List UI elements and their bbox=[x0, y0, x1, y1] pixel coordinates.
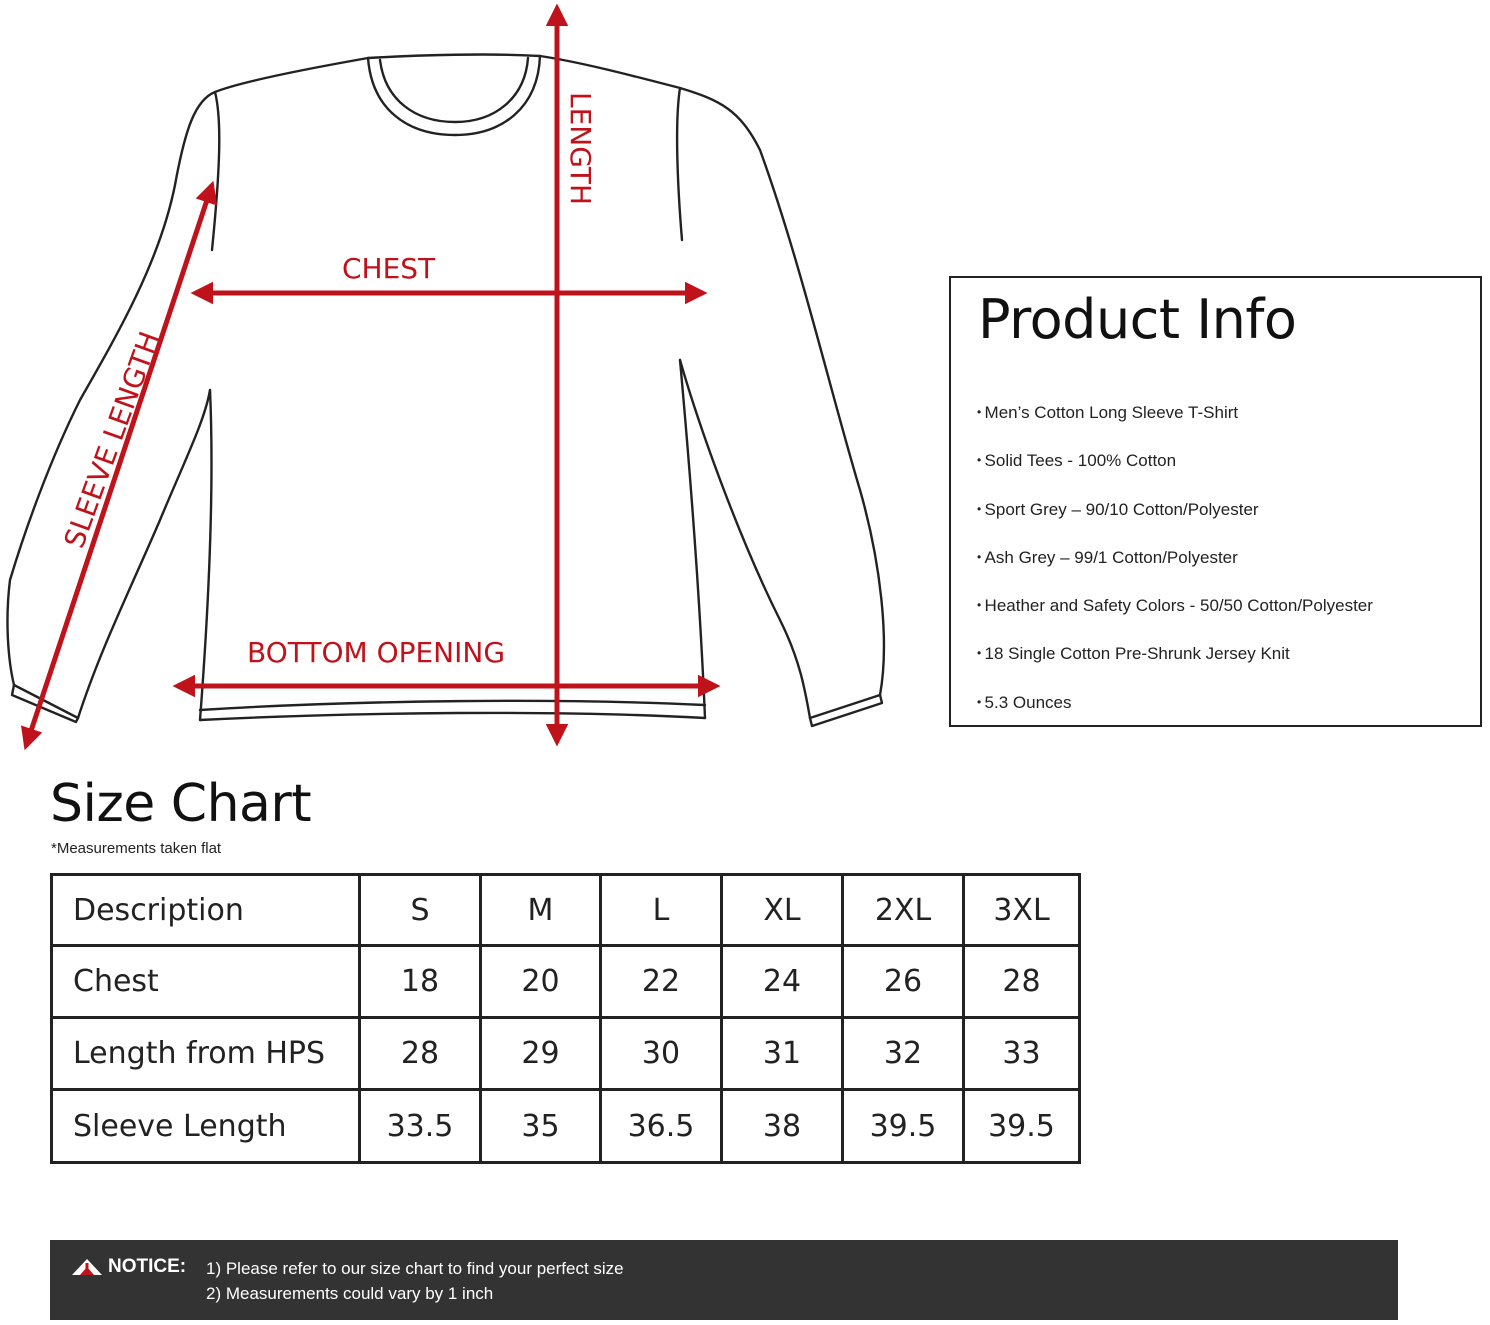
table-cell: 39.5 bbox=[841, 1088, 965, 1164]
table-header-cell: XL bbox=[720, 873, 844, 947]
notice-line: 2) Measurements could vary by 1 inch bbox=[206, 1284, 494, 1303]
list-item: 5.3 Ounces bbox=[977, 692, 1373, 740]
table-cell: Sleeve Length bbox=[50, 1088, 361, 1164]
list-item: Heather and Safety Colors - 50/50 Cotton… bbox=[977, 595, 1373, 643]
sleeve-length-arrow bbox=[20, 180, 218, 751]
table-header-cell: Description bbox=[50, 873, 361, 947]
table-header-cell: 3XL bbox=[962, 873, 1081, 947]
table-cell: Length from HPS bbox=[50, 1016, 361, 1091]
list-item: Sport Grey – 90/10 Cotton/Polyester bbox=[977, 499, 1373, 547]
notice-heading: NOTICE: bbox=[70, 1256, 186, 1278]
notice-title: NOTICE: bbox=[108, 1256, 187, 1277]
notice-line: 1) Please refer to our size chart to fin… bbox=[206, 1259, 624, 1278]
table-cell: 33.5 bbox=[358, 1088, 482, 1164]
table-cell: 28 bbox=[962, 944, 1081, 1019]
table-header-cell: S bbox=[358, 873, 482, 947]
list-item: Solid Tees - 100% Cotton bbox=[977, 450, 1373, 498]
chest-label: CHEST bbox=[342, 252, 436, 285]
table-cell: 38 bbox=[720, 1088, 844, 1164]
table-cell: 22 bbox=[599, 944, 723, 1019]
notice-bar: NOTICE: 1) Please refer to our size char… bbox=[50, 1240, 1398, 1320]
table-cell: 39.5 bbox=[962, 1088, 1081, 1164]
length-label: LENGTH bbox=[564, 92, 597, 205]
table-cell: Chest bbox=[50, 944, 361, 1019]
table-header-cell: M bbox=[479, 873, 602, 947]
list-item: Ash Grey – 99/1 Cotton/Polyester bbox=[977, 547, 1373, 595]
table-cell: 33 bbox=[962, 1016, 1081, 1091]
table-header-cell: L bbox=[599, 873, 723, 947]
list-item: Men’s Cotton Long Sleeve T-Shirt bbox=[977, 402, 1373, 450]
table-cell: 28 bbox=[358, 1016, 482, 1091]
list-item: 18 Single Cotton Pre-Shrunk Jersey Knit bbox=[977, 643, 1373, 691]
warning-triangle-icon bbox=[72, 1259, 102, 1275]
size-chart-note: *Measurements taken flat bbox=[51, 840, 222, 857]
table-row: Chest 18 20 22 24 26 28 bbox=[50, 944, 1081, 1019]
table-cell: 35 bbox=[479, 1088, 602, 1164]
table-cell: 30 bbox=[599, 1016, 723, 1091]
product-info-title: Product Info bbox=[978, 288, 1297, 351]
table-row: Length from HPS 28 29 30 31 32 33 bbox=[50, 1016, 1081, 1091]
table-cell: 36.5 bbox=[599, 1088, 723, 1164]
table-header-row: Description S M L XL 2XL 3XL bbox=[50, 873, 1081, 947]
sleeve-length-label: SLEEVE LENGTH bbox=[58, 327, 167, 552]
product-info-list: Men’s Cotton Long Sleeve T-Shirt Solid T… bbox=[977, 402, 1373, 740]
measurement-arrows bbox=[20, 3, 721, 751]
table-cell: 31 bbox=[720, 1016, 844, 1091]
bottom-opening-label: BOTTOM OPENING bbox=[247, 636, 505, 669]
table-cell: 26 bbox=[841, 944, 965, 1019]
table-cell: 32 bbox=[841, 1016, 965, 1091]
table-cell: 29 bbox=[479, 1016, 602, 1091]
size-chart-title: Size Chart bbox=[50, 774, 312, 834]
table-row: Sleeve Length 33.5 35 36.5 38 39.5 39.5 bbox=[50, 1088, 1081, 1164]
table-header-cell: 2XL bbox=[841, 873, 965, 947]
notice-lines: 1) Please refer to our size chart to fin… bbox=[206, 1256, 624, 1306]
shirt-measurement-diagram: LENGTH CHEST BOTTOM OPENING SLEEVE LENGT… bbox=[6, 3, 886, 751]
product-info-box: Product Info Men’s Cotton Long Sleeve T-… bbox=[949, 276, 1482, 727]
table-cell: 18 bbox=[358, 944, 482, 1019]
table-cell: 24 bbox=[720, 944, 844, 1019]
size-chart-table: Description S M L XL 2XL 3XL Chest 18 20… bbox=[50, 873, 1081, 1164]
table-cell: 20 bbox=[479, 944, 602, 1019]
